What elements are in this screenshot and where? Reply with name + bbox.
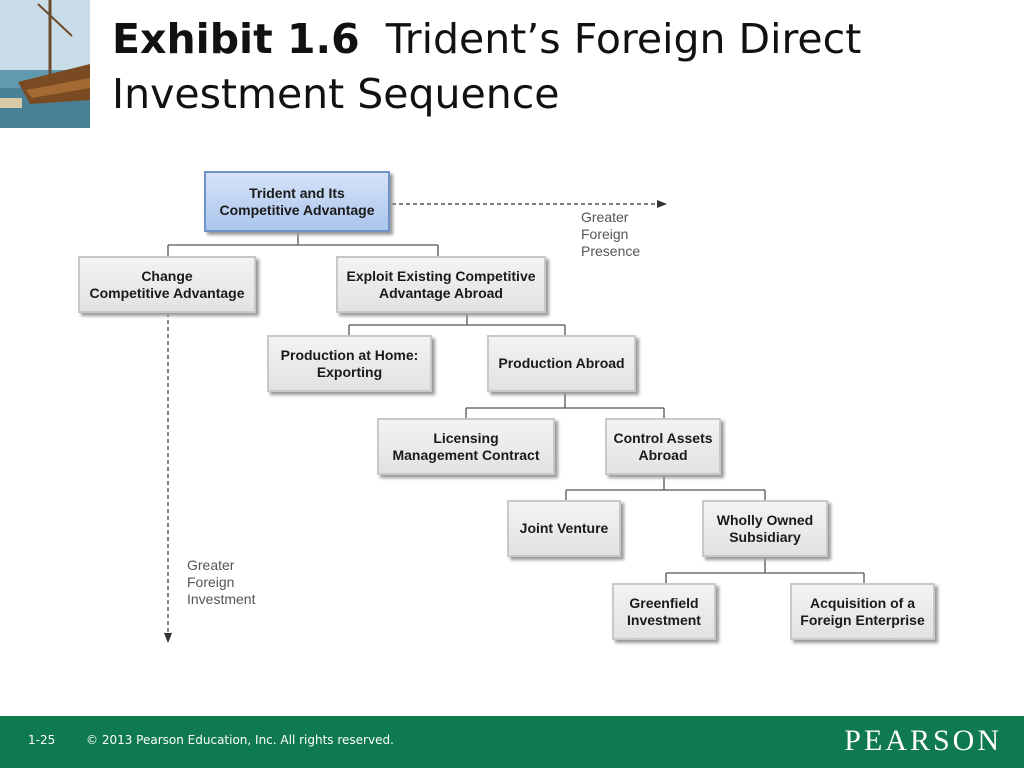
title-line-2: Investment Sequence [112, 70, 560, 118]
harbor-boat-photo [0, 0, 90, 128]
page-number: 1-25 [28, 733, 56, 747]
node-joint-venture: Joint Venture [507, 500, 621, 557]
exhibit-number: Exhibit 1.6 [112, 15, 360, 63]
node-production-abroad: Production Abroad [487, 335, 636, 392]
diagram-connectors [164, 200, 865, 643]
slide-footer: 1-25 © 2013 Pearson Education, Inc. All … [0, 716, 1024, 768]
copyright-notice: © 2013 Pearson Education, Inc. All right… [86, 733, 394, 747]
title-line-1: Trident’s Foreign Direct [385, 15, 862, 63]
pearson-logo: PEARSON [844, 724, 1002, 757]
node-production-at-home: Production at Home:Exporting [267, 335, 432, 392]
